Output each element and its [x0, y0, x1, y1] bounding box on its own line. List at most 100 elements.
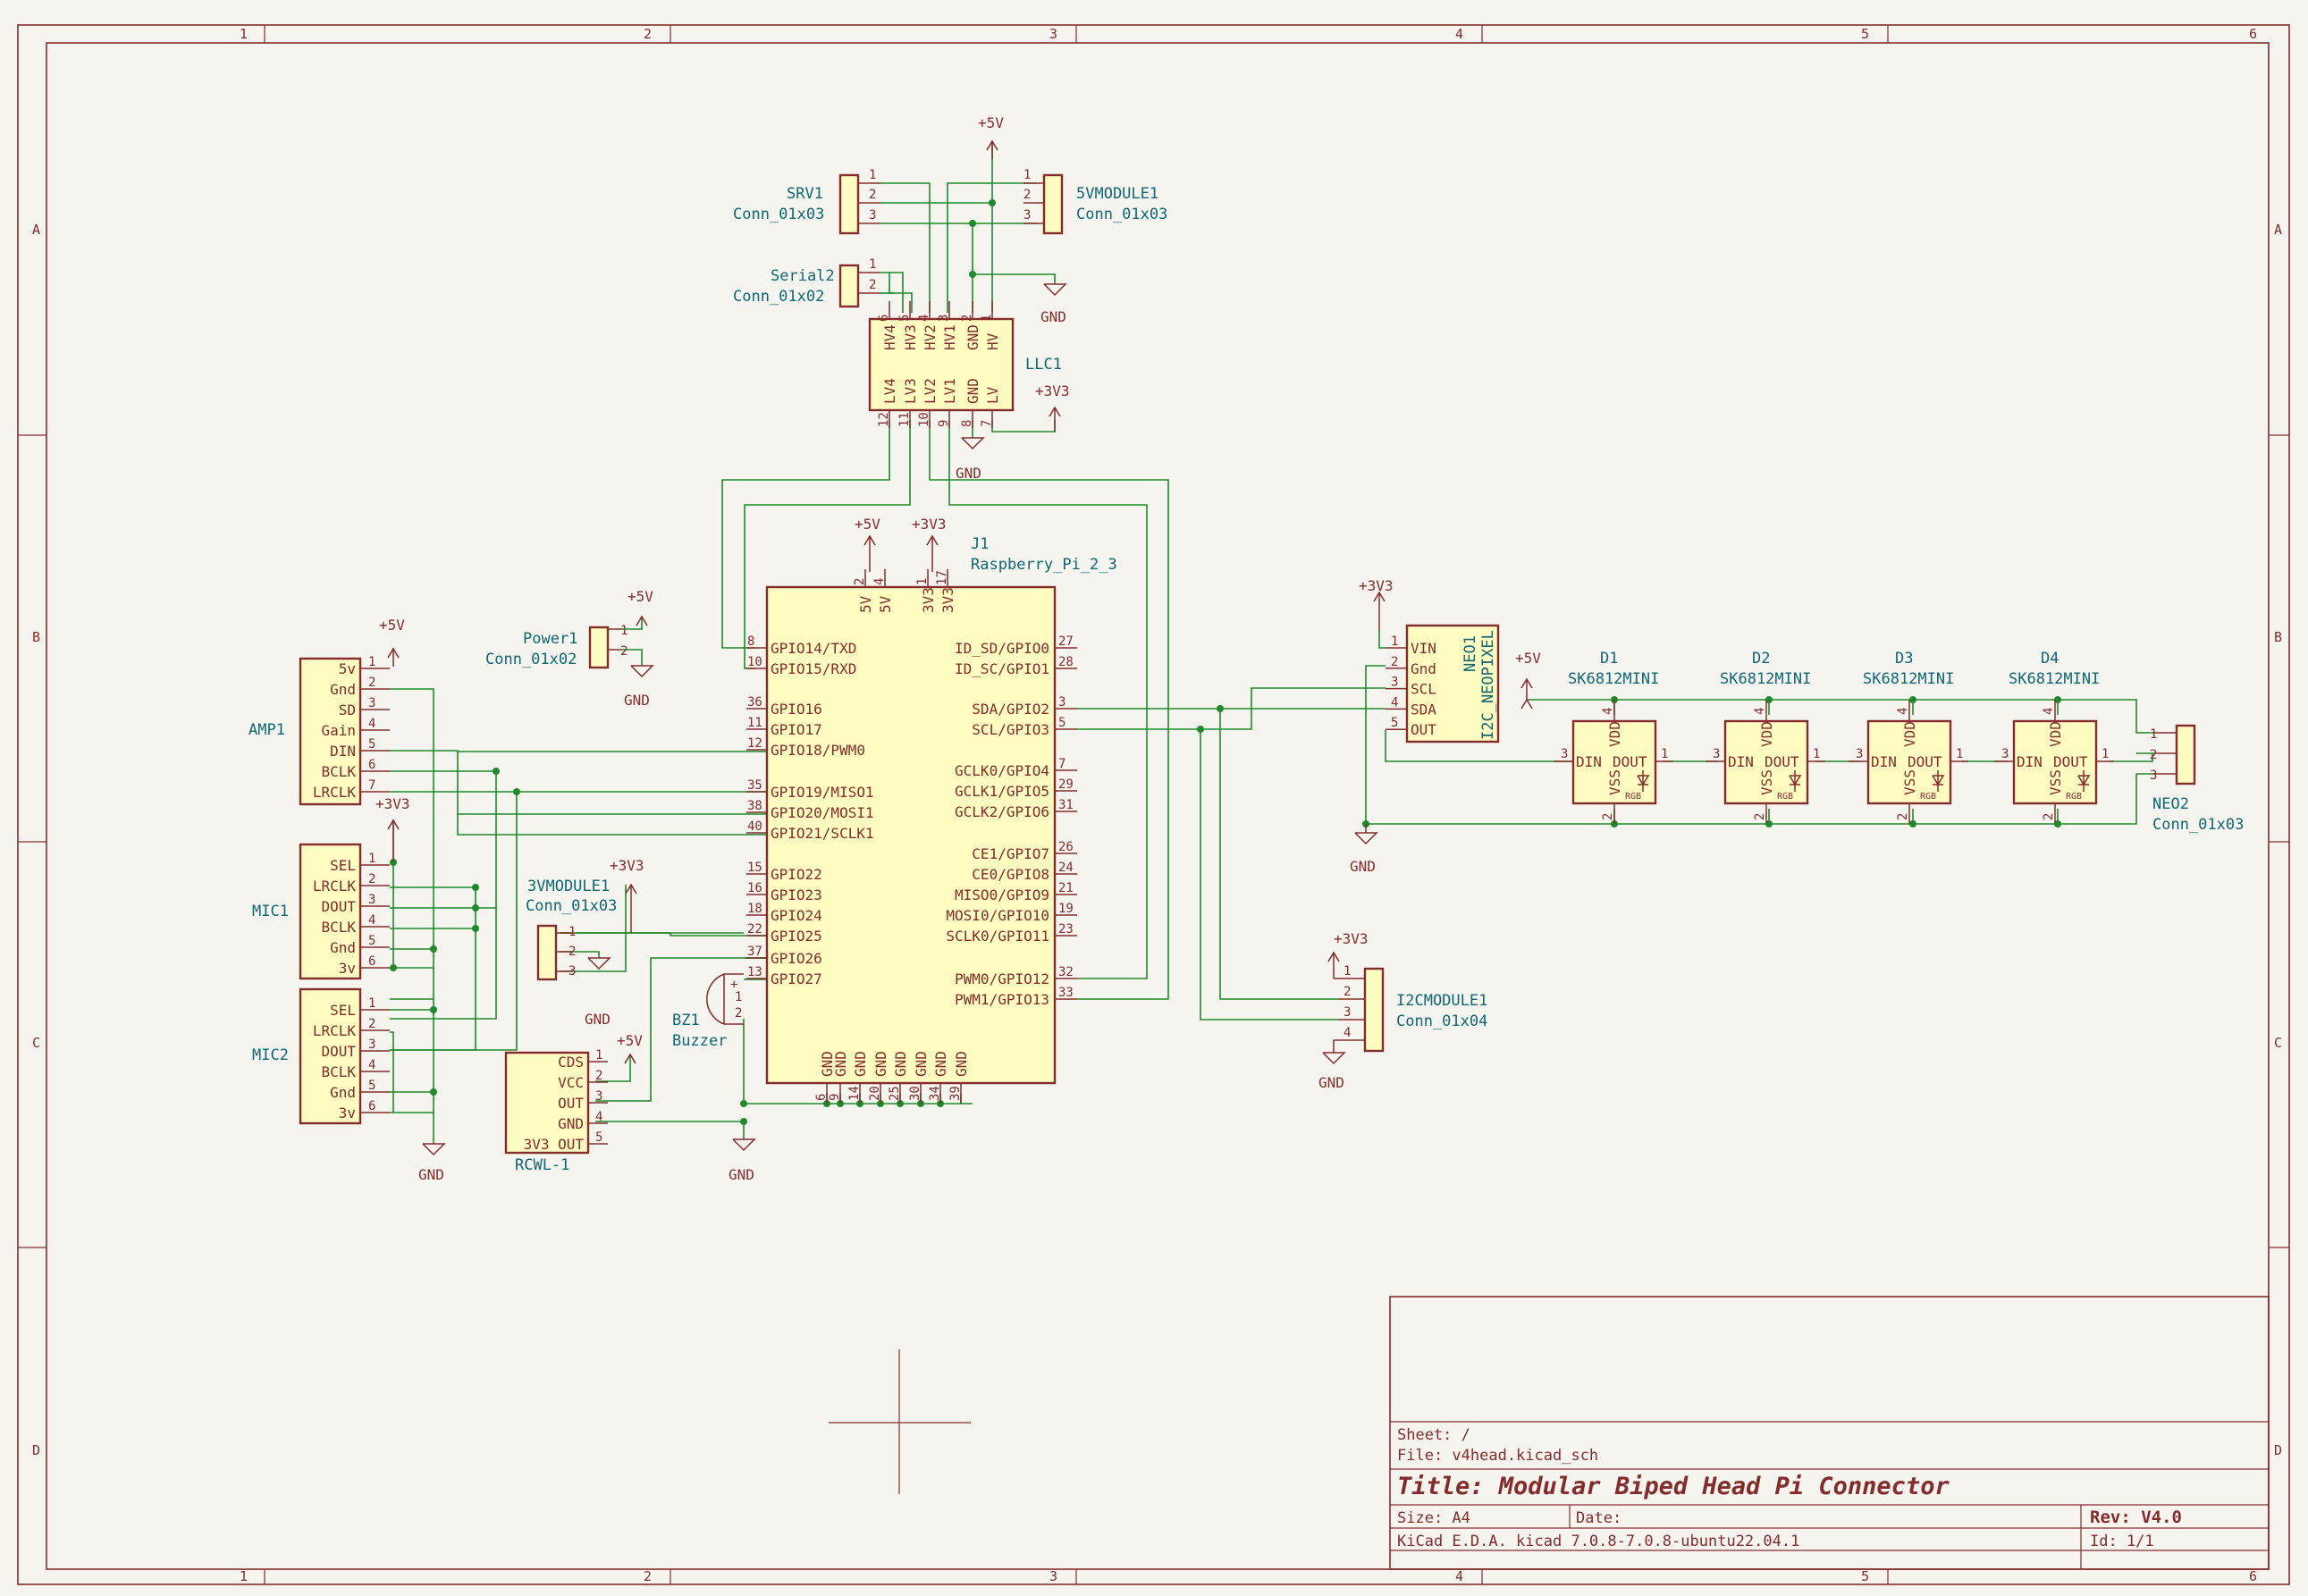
amp1-pin-name-1: Gnd [330, 681, 356, 698]
neo2-pin-1: 1 [2150, 727, 2157, 742]
j1-right-name-5: GCLK1/GPIO5 [955, 783, 1049, 800]
power-5v-rcwl: +5V [617, 1032, 643, 1064]
component-3vmodule1: 1 2 3 3VMODULE1 Conn_01x03 [526, 878, 617, 981]
j1-right-num-13: 33 [1058, 986, 1074, 1000]
rcwl-pin-name-3: GND [558, 1115, 584, 1132]
led-d3-num-vss: 2 [1896, 813, 1910, 820]
row-label-d: D [32, 1442, 40, 1458]
j1-right-name-1: ID_SC/GPIO1 [955, 660, 1049, 677]
gnd-amp-label: GND [418, 1166, 444, 1183]
led-d1-ref: D1 [1600, 650, 1618, 668]
gnd-amp: GND [418, 1143, 446, 1183]
j1-right-num-7: 26 [1058, 840, 1074, 854]
amp1-pin-num-3: 4 [368, 717, 375, 731]
mod5v-value: Conn_01x03 [1076, 206, 1167, 223]
mic1-pin-num-0: 1 [368, 852, 375, 866]
mod5v-ref: 5VMODULE1 [1076, 185, 1158, 203]
llc1-lv-name-4: GND [964, 378, 981, 404]
j1-bottom-name-2: GND [852, 1051, 869, 1077]
bz1-plus: + [730, 978, 737, 992]
serial2-pin-1: 1 [869, 257, 876, 272]
led-d4-dout: DOUT [2053, 753, 2088, 770]
mic1-pin-name-4: Gnd [330, 939, 356, 956]
rcwl-pin-num-2: 3 [595, 1089, 602, 1104]
neo1-pin-name-0: VIN [1411, 640, 1436, 657]
mic1-pin-num-1: 2 [368, 872, 375, 886]
power-3v3-j1: +3V3 [912, 516, 947, 572]
llc1-lv-name-1: LV3 [902, 378, 919, 404]
mic1-pin-name-1: LRCLK [313, 878, 357, 895]
mod3v3-pin-2: 2 [569, 945, 576, 959]
sheet-border: 1 2 3 4 5 6 1 2 3 4 5 6 A B C D A B C D [17, 24, 2290, 1585]
j1-right-num-8: 24 [1058, 861, 1074, 875]
rcwl-pin-name-1: VCC [558, 1074, 584, 1091]
power1-pin-1: 1 [620, 624, 628, 638]
j1-left-name-7: GPIO21/SCLK1 [771, 825, 874, 842]
bz1-value: Buzzer [672, 1032, 727, 1050]
mic1-pin-num-5: 6 [368, 954, 375, 969]
row-label-b-r: B [2274, 629, 2282, 645]
serial2-ref: Serial2 [771, 267, 835, 285]
amp1-pin-num-0: 1 [368, 655, 375, 669]
j1-right-name-7: CE1/GPIO7 [972, 845, 1049, 862]
j1-top-num-0: 2 [853, 578, 867, 585]
j1-left-name-11: GPIO25 [771, 928, 822, 945]
rcwl-ref: RCWL-1 [515, 1156, 569, 1174]
amp1-pin-num-5: 6 [368, 758, 375, 772]
mic2-pin-num-2: 3 [368, 1037, 375, 1052]
gnd-pwr1-label: GND [624, 692, 650, 709]
j1-left-num-6: 38 [747, 799, 762, 813]
gnd-rcwl: GND [729, 1138, 756, 1183]
j1-right-name-4: GCLK0/GPIO4 [955, 762, 1049, 779]
mic1-ref: MIC1 [252, 903, 289, 920]
amp1-pin-num-4: 5 [368, 737, 375, 752]
power-3v3-mic-label: +3V3 [375, 795, 410, 812]
led-d4-num-vss: 2 [2042, 813, 2056, 820]
row-label-b: B [32, 629, 40, 645]
power-5v-leds: +5V [1515, 650, 1541, 710]
rcwl-pin-name-2: OUT [558, 1095, 584, 1112]
j1-left-num-1: 10 [747, 655, 762, 669]
j1-left-num-11: 22 [747, 922, 762, 937]
mic2-pin-name-0: SEL [330, 1002, 356, 1019]
mic1-pin-name-2: DOUT [321, 898, 356, 915]
col-label-4b: 4 [1455, 1568, 1463, 1584]
led-d1-din: DIN [1576, 753, 1602, 770]
llc1-lv-num-4: 8 [960, 420, 974, 427]
led-d3-num-dout: 1 [1956, 747, 1963, 761]
tb-file: File: v4head.kicad_sch [1397, 1447, 1598, 1465]
tb-title: Title: Modular Biped Head Pi Connector [1397, 1473, 1950, 1500]
led-d4-ref: D4 [2041, 650, 2059, 668]
i2c-pin-2: 2 [1344, 985, 1351, 999]
serial2-pin-2: 2 [869, 278, 876, 292]
llc1-hv-num-2: 4 [917, 315, 931, 322]
gnd-mod3v3-label: GND [585, 1011, 611, 1028]
j1-right-num-6: 31 [1058, 798, 1074, 812]
j1-bottom-name-4: GND [892, 1051, 909, 1077]
gnd-neo: GND [1350, 824, 1378, 875]
led-d1-num-dout: 1 [1661, 747, 1668, 761]
j1-left-name-2: GPIO16 [771, 701, 822, 718]
j1-left-name-6: GPIO20/MOSI1 [771, 804, 874, 821]
mic1-pin-name-3: BCLK [321, 919, 356, 936]
power-3v3-mod-label: +3V3 [610, 857, 644, 874]
led-d1-value: SK6812MINI [1568, 670, 1659, 688]
llc1-hv-name-4: GND [964, 324, 981, 350]
led-d2-ref: D2 [1752, 650, 1770, 668]
component-srv1: 1 2 3 SRV1 Conn_01x03 [733, 168, 880, 235]
mic2-pin-num-5: 6 [368, 1099, 375, 1113]
j1-left-num-12: 37 [747, 945, 762, 959]
j1-right-num-5: 29 [1058, 777, 1074, 792]
led-d4-din: DIN [2017, 753, 2043, 770]
mod3v3-ref: 3VMODULE1 [527, 878, 610, 895]
j1-left-num-7: 40 [747, 819, 762, 834]
power1-value: Conn_01x02 [485, 651, 577, 668]
j1-right-num-10: 19 [1058, 902, 1074, 916]
j1-left-num-2: 36 [747, 695, 762, 710]
amp1-pin-name-2: SD [339, 701, 356, 718]
led-d4-num-vdd: 4 [2042, 708, 2056, 715]
amp1-pin-name-6: LRCLK [313, 784, 357, 801]
